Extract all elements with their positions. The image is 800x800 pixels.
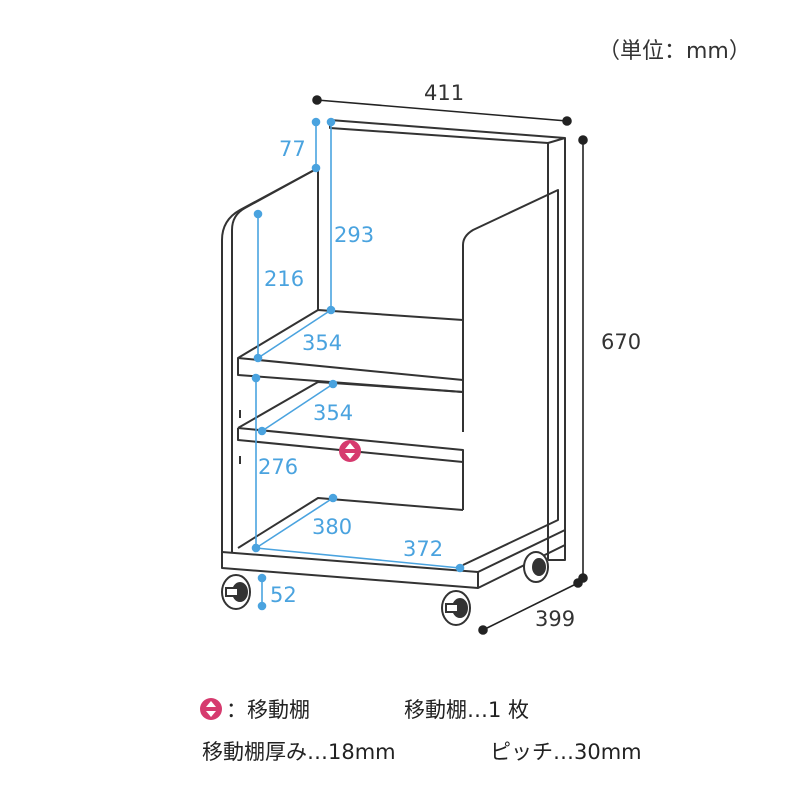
dim-width-overall: 411 <box>424 81 464 105</box>
caster-front-left <box>221 574 251 610</box>
bottom-shelf <box>237 497 464 549</box>
movable-shelf-marker-icon <box>339 440 361 462</box>
movable-shelf-legend-icon <box>200 698 222 720</box>
caster-back-right <box>523 551 549 583</box>
legend-thickness: 移動棚厚み…18mm <box>202 736 396 766</box>
dim-depth-overall: 399 <box>535 607 575 631</box>
back-panel <box>329 119 566 561</box>
dim-lower-height: 276 <box>258 455 298 479</box>
dim-bottom-width: 372 <box>403 537 443 561</box>
interior-dimension-lines <box>251 117 465 611</box>
dim-shelf-middle-depth: 354 <box>313 401 353 425</box>
movable-shelf-thickness: 移動棚厚み…18mm <box>202 740 396 764</box>
legend-pitch: ピッチ…30mm <box>490 736 642 766</box>
cabinet-outline <box>221 119 566 589</box>
dim-side-upper: 216 <box>264 267 304 291</box>
movable-shelf <box>237 381 464 429</box>
overall-dimension-lines <box>312 95 588 635</box>
dim-caster-height: 52 <box>270 583 297 607</box>
legend-count: 移動棚…1 枚 <box>404 694 529 724</box>
dim-shelf-upper-depth: 354 <box>302 331 342 355</box>
dim-bottom-depth: 380 <box>312 515 352 539</box>
movable-shelf-count: 移動棚…1 枚 <box>404 698 530 722</box>
upper-shelf <box>237 309 464 393</box>
movable-shelf-legend-label: ：移動棚 <box>226 698 310 722</box>
dim-top-inner: 293 <box>334 223 374 247</box>
dim-top-gap: 77 <box>279 137 306 161</box>
legend-row-1: ：移動棚 <box>200 694 310 724</box>
caster-front-right <box>441 590 471 626</box>
right-side-panel <box>462 189 559 566</box>
casters <box>221 551 549 626</box>
unit-label: （単位：mm） <box>598 39 751 64</box>
dim-height-overall: 670 <box>601 330 641 354</box>
shelf-pitch: ピッチ…30mm <box>490 740 642 764</box>
